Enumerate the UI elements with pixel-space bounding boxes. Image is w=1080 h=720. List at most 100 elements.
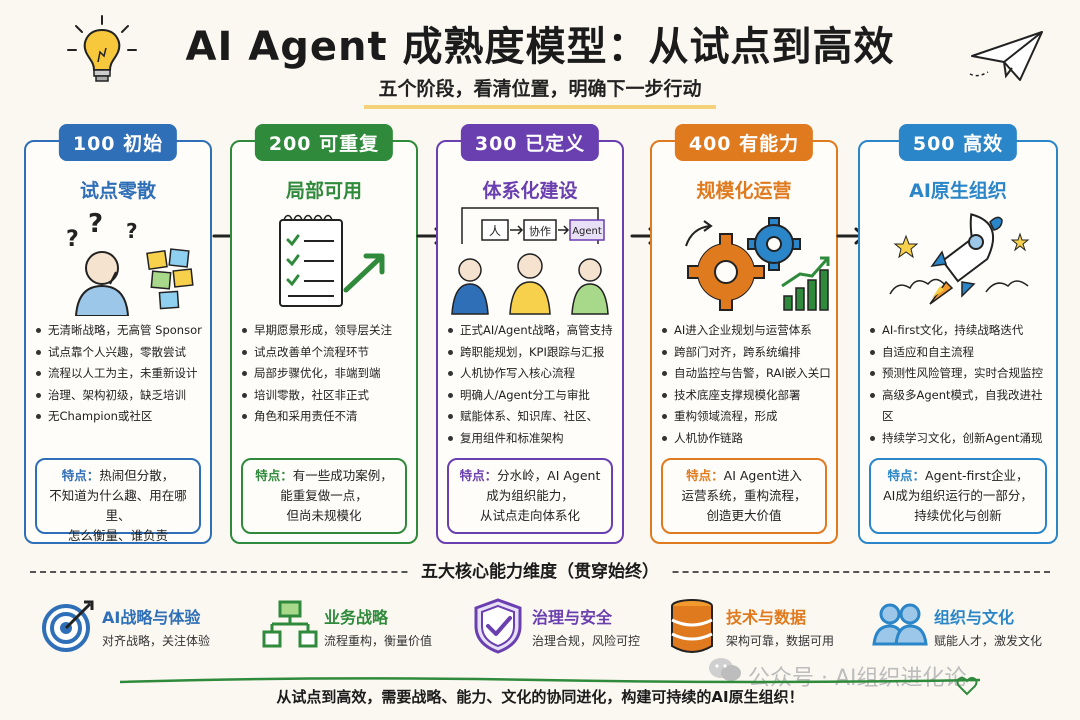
list-item: 复用组件和标准架构 [448,428,618,450]
footer-underline [120,677,980,684]
flowchart-icon [262,600,318,648]
dimension-desc: 流程重构，衡量价值 [324,634,433,648]
feature-text: 但尚未规模化 [286,508,362,523]
dimension-name: 技术与数据 [726,608,807,627]
stage-card-300: 300 已定义 体系化建设 人 协作 Agent 正式AI/Agent战略，高管… [436,124,624,544]
list-item: 角色和采用责任不清 [242,406,412,428]
stage-bullets: AI进入企业规划与运营体系 跨部门对齐，跨系统编排 自动监控与告警，RAI嵌入关… [662,320,832,449]
list-item: 无Champion或社区 [36,406,206,428]
list-item: 正式AI/Agent战略，高管支持 [448,320,618,342]
people-icon [872,603,928,646]
paper-plane-icon [969,31,1043,81]
feature-text: 不知道为什么趣、用在哪里、 [49,488,187,523]
stage-name: 局部可用 [285,180,362,202]
gears-growth-icon [685,217,830,311]
stage-feature: 特点：AI Agent进入 运营系统，重构流程， 创造更大价值 [661,458,827,534]
list-item: AI-first文化，持续战略迭代 [870,320,1052,342]
feature-text: 创造更大价值 [706,508,782,523]
dimension-name: 业务战略 [324,608,389,627]
list-item: AI进入企业规划与运营体系 [662,320,832,342]
dimension-org-culture: 组织与文化 赋能人才，激发文化 [872,598,1062,658]
feature-label: 特点： [459,468,498,483]
dimension-name: AI战略与体验 [102,608,201,627]
stage-bullets: 早期愿景形成，领导层关注 试点改善单个流程环节 局部步骤优化，非端到端 培训零散… [242,320,412,428]
dimension-desc: 治理合规，风险可控 [532,634,641,648]
feature-label: 特点： [61,468,100,483]
list-item: 试点靠个人兴趣，零散尝试 [36,342,206,364]
stage-feature: 特点：有一些成功案例， 能重复做一点， 但尚未规模化 [241,458,407,534]
dimension-governance: 治理与安全 治理合规，风险可控 [470,598,670,658]
collab-label-agent: Agent [572,226,602,237]
lightbulb-icon [67,15,137,82]
footer-text: 从试点到高效，需要战略、能力、文化的协同进化，构建可持续的AI原生组织！ [276,688,804,706]
svg-text:?: ? [66,227,79,252]
feature-label: 特点： [686,468,724,483]
dimension-desc: 赋能人才，激发文化 [934,634,1043,648]
dimension-name: 治理与安全 [532,608,613,627]
shield-icon [474,598,522,654]
stage-card-200: 200 可重复 局部可用 早期愿景形成，领导层关注 试点改善单个流程环节 局部步… [230,124,418,544]
stage-feature: 特点：Agent-first企业， AI成为组织运行的一部分， 持续优化与创新 [869,458,1047,534]
feature-text: Agent-first企业， [925,468,1029,483]
list-item: 自适应和自主流程 [870,342,1052,364]
list-item: 预测性风险管理，实时合规监控 [870,363,1052,385]
stage-card-100: 100 初始 试点零散 ? ? ? 无清晰战略，无高管 Sponsor 试点靠个… [24,124,212,544]
list-item: 试点改善单个流程环节 [242,342,412,364]
stage-feature: 特点：热闹但分散， 不知道为什么趣、用在哪里、 怎么衡量、谁负责 [35,458,201,543]
feature-text: 怎么衡量、谁负责 [67,528,168,543]
list-item: 培训零散，社区非正式 [242,385,412,407]
feature-text: 分水岭，AI Agent [497,468,601,483]
stage-bullets: AI-first文化，持续战略迭代 自适应和自主流程 预测性风险管理，实时合规监… [870,320,1052,449]
dimensions-title: 五大核心能力维度（贯穿始终） [409,562,671,582]
stage-badge: 200 可重复 [254,124,394,161]
confused-person-icon: ? ? ? [66,209,194,316]
stage-badge: 100 初始 [58,124,178,161]
page-subtitle: 五个阶段，看清位置，明确下一步行动 [364,74,716,109]
collaboration-icon: 人 协作 Agent [451,207,609,315]
stage-badge: 500 高效 [898,124,1018,161]
list-item: 流程以人工为主，未重新设计 [36,363,206,385]
stage-bullets: 无清晰战略，无高管 Sponsor 试点靠个人兴趣，零散尝试 流程以人工为主，未… [36,320,206,428]
list-item: 自动监控与告警，RAI嵌入关口 [662,363,832,385]
stage-feature: 特点：分水岭，AI Agent 成为组织能力， 从试点走向体系化 [447,458,613,534]
svg-text:?: ? [126,219,138,243]
collab-label-person: 人 [489,224,501,238]
stage-bullets: 正式AI/Agent战略，高管支持 跨职能规划，KPI跟踪与汇报 人机协作写入核… [448,320,618,449]
watermark: 公众号 · AI组织进化论 [748,666,967,691]
target-icon [42,600,94,652]
dimension-tech-data: 技术与数据 架构可靠，数据可用 [664,598,864,658]
dimension-name: 组织与文化 [934,608,1015,627]
list-item: 人机协作链路 [662,428,832,450]
feature-text: AI Agent进入 [723,468,802,483]
heart-icon [956,676,978,696]
list-item: 无清晰战略，无高管 Sponsor [36,320,206,342]
database-icon [671,599,713,653]
page-title: AI Agent 成熟度模型：从试点到高效 [185,24,895,70]
list-item: 人机协作写入核心流程 [448,363,618,385]
stage-card-500: 500 高效 AI原生组织 AI-first文化，持续战略迭代 自适应和自主流程… [858,124,1058,544]
wechat-logo-icon [709,658,741,681]
feature-label: 特点： [255,468,293,483]
feature-text: 有一些成功案例， [292,468,393,483]
stage-name: 体系化建设 [482,180,578,202]
feature-label: 特点： [887,468,926,483]
feature-text: 能重复做一点， [280,488,368,503]
stage-badge: 300 已定义 [460,124,600,161]
feature-text: AI成为组织运行的一部分， [883,488,1033,503]
list-item: 重构领域流程，形成 [662,406,832,428]
stage-name: 试点零散 [79,180,156,202]
feature-text: 热闹但分散， [99,468,175,483]
list-item: 明确人/Agent分工与审批 [448,385,618,407]
list-item: 局部步骤优化，非端到端 [242,363,412,385]
dimension-desc: 对齐战略，关注体验 [102,634,211,648]
list-item: 技术底座支撑规模化部署 [662,385,832,407]
feature-text: 持续优化与创新 [914,508,1002,523]
list-item: 高级多Agent模式，自我改进社区 [870,385,1052,428]
collab-label-collab: 协作 [529,224,551,238]
list-item: 跨部门对齐，跨系统编排 [662,342,832,364]
stage-card-400: 400 有能力 规模化运营 AI进入企业规划与运营体系 [650,124,838,544]
rocket-icon [889,213,1030,305]
dimension-ai-strategy: AI战略与体验 对齐战略，关注体验 [40,598,240,658]
list-item: 跨职能规划，KPI跟踪与汇报 [448,342,618,364]
checklist-icon [279,214,385,307]
